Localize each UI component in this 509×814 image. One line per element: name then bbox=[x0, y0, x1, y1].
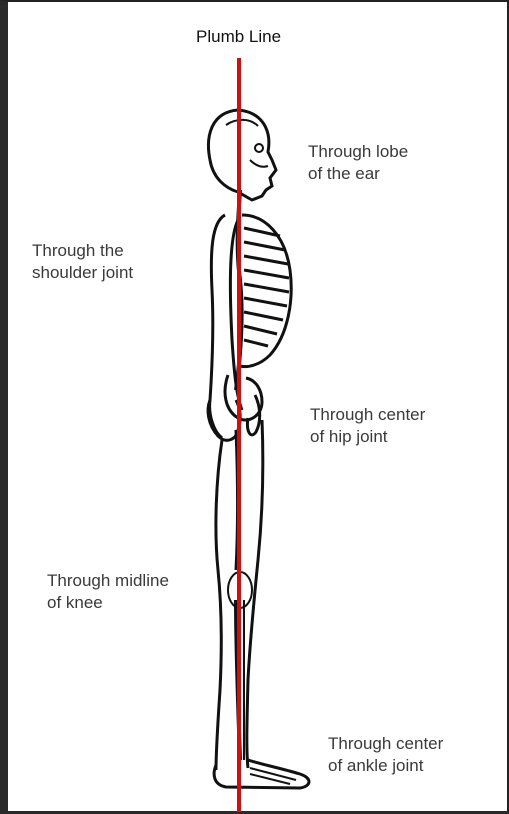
label-ear: Through lobe of the ear bbox=[308, 141, 408, 185]
label-ankle: Through center of ankle joint bbox=[328, 733, 443, 777]
label-shoulder: Through the shoulder joint bbox=[32, 240, 133, 284]
label-knee: Through midline of knee bbox=[47, 570, 169, 614]
plumb-line-title: Plumb Line bbox=[196, 27, 281, 47]
skull bbox=[208, 110, 276, 200]
label-hip: Through center of hip joint bbox=[310, 404, 425, 448]
rib-cage bbox=[240, 215, 291, 367]
foot bbox=[214, 760, 309, 788]
